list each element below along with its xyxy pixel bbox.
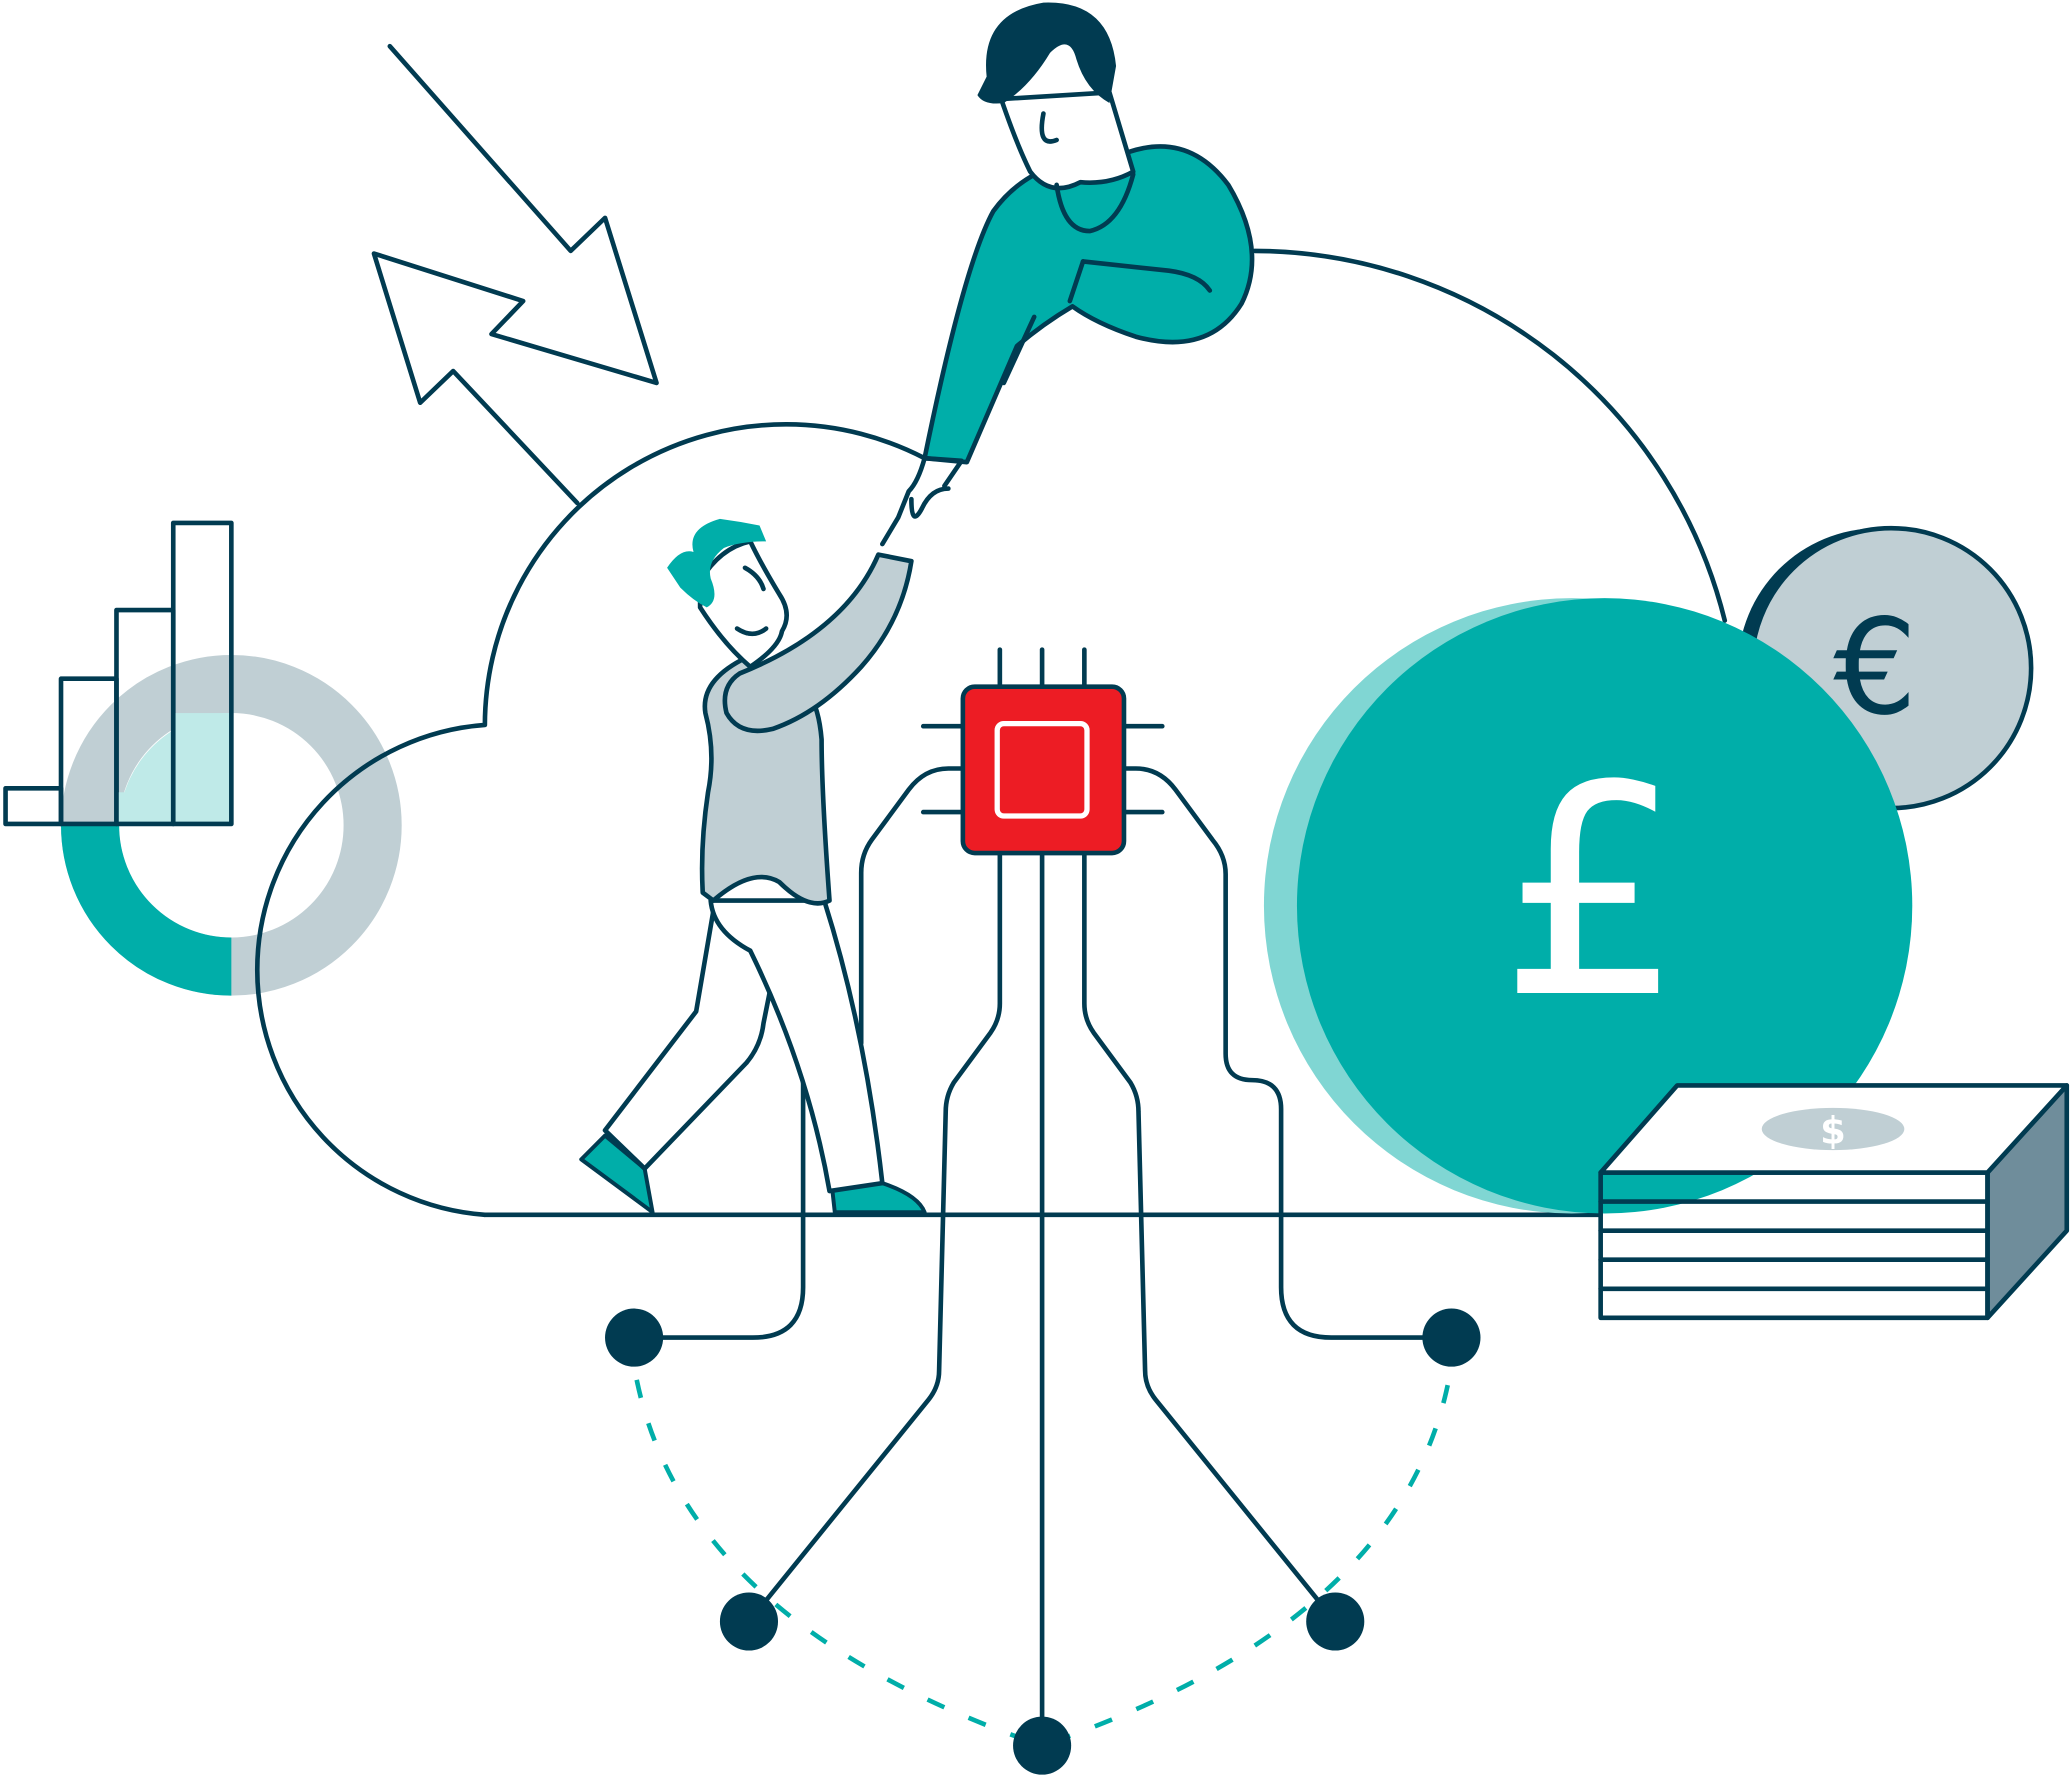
node-bottom	[1013, 1716, 1072, 1775]
node-left	[605, 1308, 664, 1367]
circuit-traces	[631, 647, 1454, 1749]
node-bottom-right	[1306, 1592, 1365, 1651]
network-node-icon	[605, 1308, 1481, 1775]
bar-chart-icon	[3, 520, 234, 827]
banknote-stack-icon: $	[1598, 1083, 2070, 1321]
node-right	[1422, 1308, 1481, 1367]
person-pulling	[880, 2, 1255, 547]
exchange-arrows-icon	[371, 43, 659, 506]
dollar-symbol: $	[1820, 1110, 1846, 1153]
pound-symbol: £	[1499, 723, 1684, 1062]
pound-coin-icon: £	[1263, 598, 1913, 1214]
person-climbing	[579, 518, 927, 1215]
cpu-chip-icon	[960, 684, 1127, 856]
node-bottom-left	[719, 1592, 779, 1651]
